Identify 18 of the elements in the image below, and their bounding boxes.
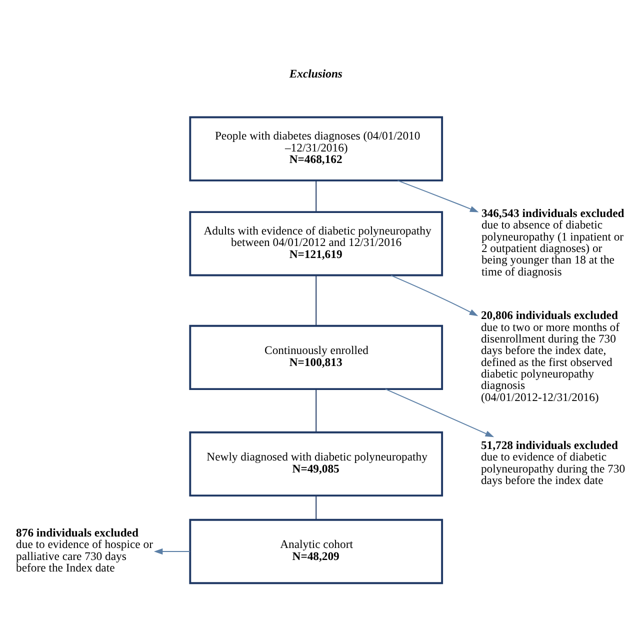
node-box: Newly diagnosed with diabetic polyneuropathy N=49,085 — [189, 430, 444, 496]
node-box: Continuously enrolled N=100,813 — [189, 324, 444, 390]
arrow — [384, 388, 494, 437]
node-box: Adults with evidence of diabetic polyneuropathy between 04/01/2012 and 12/31/2016 N=121,619 — [189, 210, 444, 276]
arrow — [390, 274, 478, 316]
node-box: People with diabetes diagnoses (04/01/2010 –12/31/2016) N=468,162 — [189, 116, 444, 181]
node-text: 51,728 individuals excluded due to evidence of diabetic polyneuropathy during the 730 days before the index date — [480, 438, 626, 486]
node-text: 20,806 individuals excluded due to two or more months of disenrollment during the 730 days before the index date, defined as the first observed diabetic polyneuropathy diagnosis (04/01/2012-12/31/2016) — [480, 308, 620, 404]
node-text: 876 individuals excluded due to evidence of hospice or palliative care 730 days before the Index date — [16, 526, 153, 574]
label: Exclusions — [289, 66, 342, 80]
connector — [316, 179, 317, 212]
arrow — [154, 548, 190, 554]
connector — [316, 274, 317, 326]
node-box: Analytic cohort N=48,209 — [189, 518, 444, 584]
connector — [316, 494, 317, 520]
arrow — [397, 180, 479, 212]
node-text: 346,543 individuals excluded due to absence of diabetic polyneuropathy (1 inpatient or 2 outpatient diagnoses) or being younger than 18 at the time of diagnosis — [481, 206, 624, 278]
connector — [316, 388, 317, 432]
